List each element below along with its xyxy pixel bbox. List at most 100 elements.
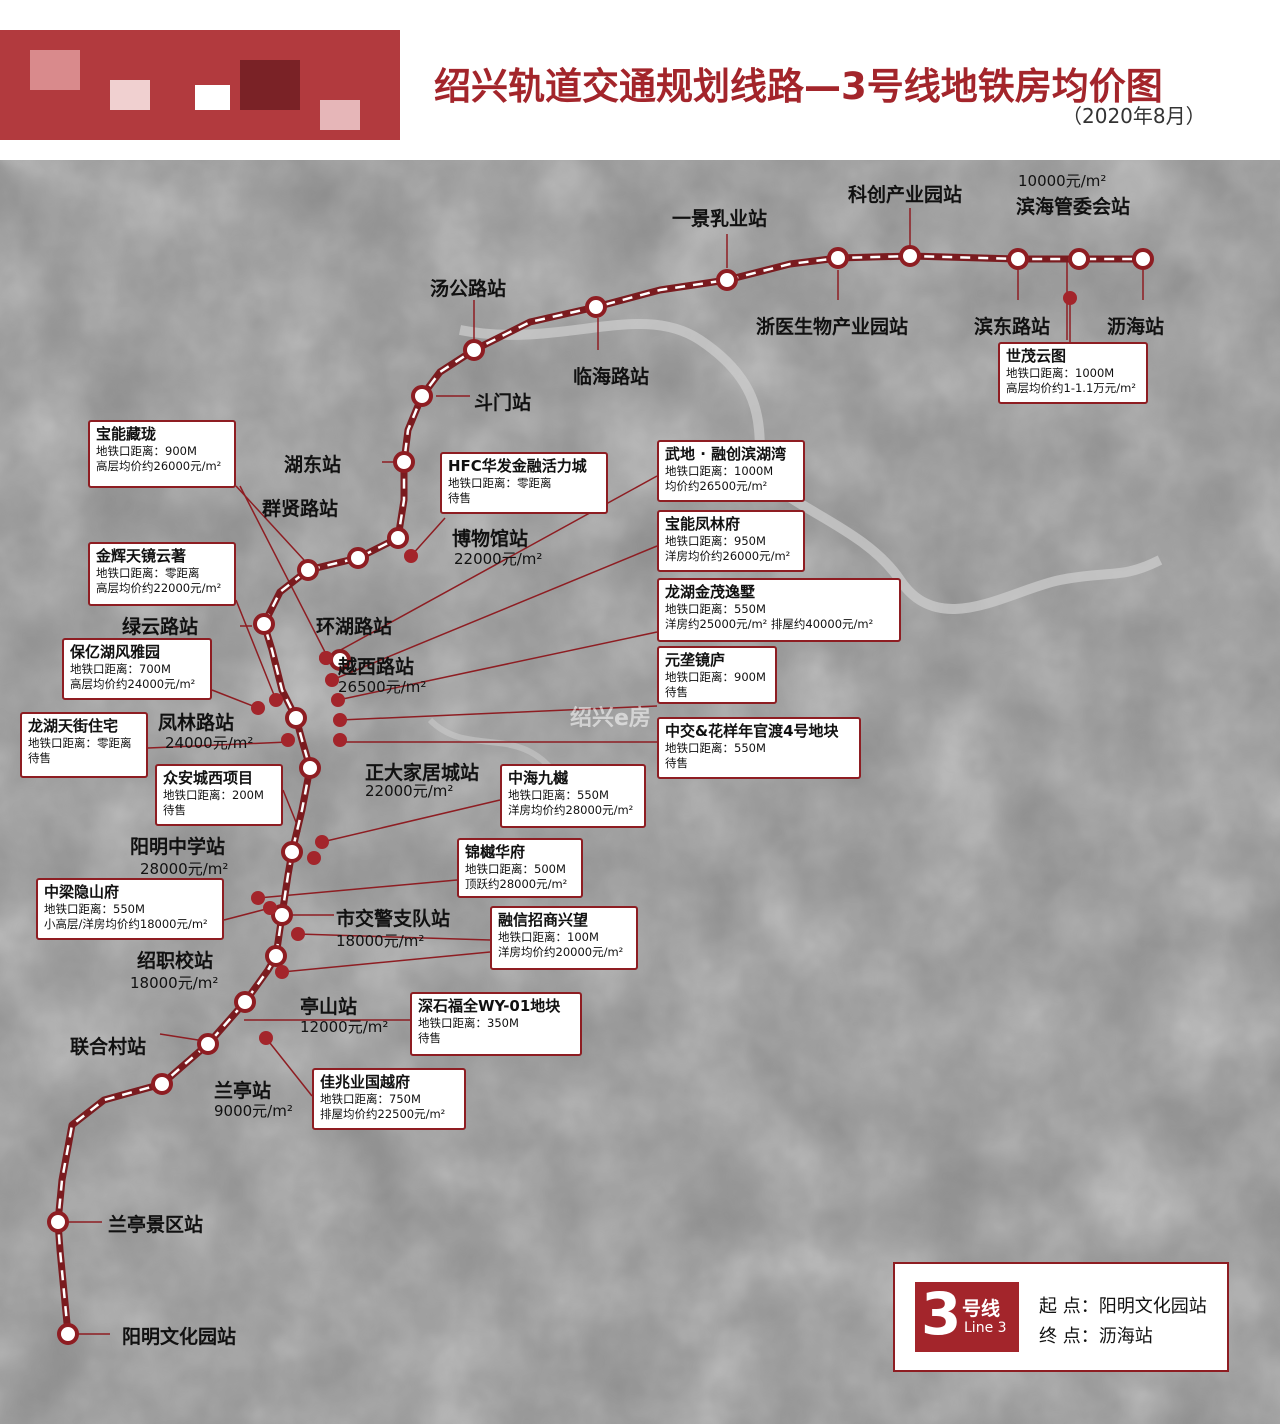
station-name-zheyi-bio: 浙医生物产业园站 [756,316,909,338]
station-name-lihai: 沥海站 [1107,316,1165,338]
project-detail: 小高层/洋房均价约18000元/m² [44,917,208,931]
project-name: 宝能凤林府 [665,515,741,533]
project-detail: 地铁口距离：零距离 [96,566,200,580]
station-name-hudong: 湖东站 [284,454,342,476]
station-marker-tanggong-road [463,339,485,361]
project-dot-zhonghai [307,851,321,865]
project-dot-jinhui [269,693,283,707]
station-marker-tingshan [234,991,256,1013]
station-marker-museum [387,527,409,549]
project-detail: 待售 [418,1031,441,1045]
station-price-fenglin-road: 24000元/m² [165,734,254,752]
station-marker-shaozhi-school [265,945,287,967]
project-detail: 地铁口距离：100M [498,930,599,944]
station-name-lvyun-road: 绿云路站 [122,616,199,638]
station-name-bindong-road: 滨东路站 [974,316,1051,338]
legend-start: 起 点：阳明文化园站 [1039,1296,1207,1317]
legend-box: 3 号线 Line 3 起 点：阳明文化园站 终 点：沥海站 [893,1262,1229,1372]
project-name: 中海九樾 [508,769,569,787]
project-detail: 地铁口距离：500M [465,862,566,876]
line-en: Line 3 [964,1320,1007,1336]
project-detail: 排屋均价约22500元/m² [320,1107,446,1121]
project-detail: 地铁口距离：零距离 [448,476,552,490]
project-detail: 地铁口距离：200M [163,788,264,802]
station-name-traffic-police: 市交警支队站 [336,908,451,930]
station-name-tingshan: 亭山站 [300,996,358,1018]
project-detail: 地铁口距离：550M [665,741,766,755]
station-name-yuexi-road: 越西路站 [338,656,415,678]
project-detail: 洋房均价约28000元/m² [508,803,634,817]
project-name: 中梁隐山府 [44,883,120,901]
project-detail: 地铁口距离：1000M [665,464,774,478]
line-3-badge: 3 号线 Line 3 [915,1280,1019,1352]
project-detail: 高层均价约1-1.1万元/m² [1006,381,1136,395]
line-hx: 号线 [962,1298,1001,1320]
station-name-yangming-middle: 阳明中学站 [130,836,226,858]
station-marker-yangming-middle [281,841,303,863]
station-name-kechuang-park: 科创产业园站 [848,184,963,206]
project-detail: 高层均价约22000元/m² [96,581,222,595]
station-price-zhengda-home: 22000元/m² [365,782,454,800]
project-detail: 地铁口距离：950M [665,534,766,548]
station-name-lanting-scenic: 兰亭景区站 [108,1214,204,1236]
connector-line [321,799,501,843]
project-dot-baoyi [251,701,265,715]
project-dot-zhongjiao-huayang [333,733,347,747]
project-dot-hfc [404,549,418,563]
project-name: 佳兆业国越府 [320,1073,411,1091]
connector-line [410,517,446,557]
station-name-yijing-dairy: 一景乳业站 [672,208,768,230]
project-card-hfc: HFC华发金融活力城地铁口距离：零距离待售 [440,452,608,514]
project-dot-yuanyi [333,713,347,727]
project-dot-baoneng-fenglin [325,673,339,687]
station-name-museum: 博物馆站 [452,528,529,550]
project-name: 中交&花样年官渡4号地块 [665,722,839,740]
project-detail: 地铁口距离：350M [418,1016,519,1030]
project-detail: 洋房约25000元/m² 排屋约40000元/m² [665,617,874,631]
project-detail: 待售 [28,751,51,765]
connector-line [265,1037,313,1097]
connector-line [297,933,491,941]
connector-line [235,599,277,701]
station-marker-zhengda-home [299,757,321,779]
blurred-logo [0,30,400,140]
connector-line [337,631,658,701]
project-detail: 待售 [448,491,471,505]
project-dot-longhu-tianjie [281,733,295,747]
station-marker-zheyi-bio [827,247,849,269]
project-name: 众安城西项目 [163,769,254,787]
legend-end: 终 点：沥海站 [1039,1326,1153,1347]
station-marker-lanting-scenic [47,1211,69,1233]
station-marker-yangming-cultural-park [57,1323,79,1345]
station-name-qunxian-road: 群贤路站 [262,498,339,520]
station-name-binhai-committee: 滨海管委会站 [1016,196,1131,218]
station-name-fenglin-road: 凤林路站 [158,712,235,734]
project-name: 龙湖金茂逸墅 [665,583,756,601]
project-dot-shenshi [275,965,289,979]
station-price-lanting: 9000元/m² [214,1102,293,1120]
project-detail: 高层均价约24000元/m² [70,677,196,691]
track-dash [56,254,1143,1335]
connector-line [339,705,658,721]
project-name: 宝能藏珑 [96,425,157,443]
project-dot-rongxin [291,927,305,941]
connector-line [147,741,289,749]
station-name-tanggong-road: 汤公路站 [430,278,507,300]
project-name: 世茂云图 [1006,347,1067,365]
map-subtitle: （2020年8月） [1062,104,1206,128]
connector-line [159,1033,199,1041]
project-detail: 地铁口距离：550M [665,602,766,616]
project-name: 龙湖天街住宅 [28,717,119,735]
